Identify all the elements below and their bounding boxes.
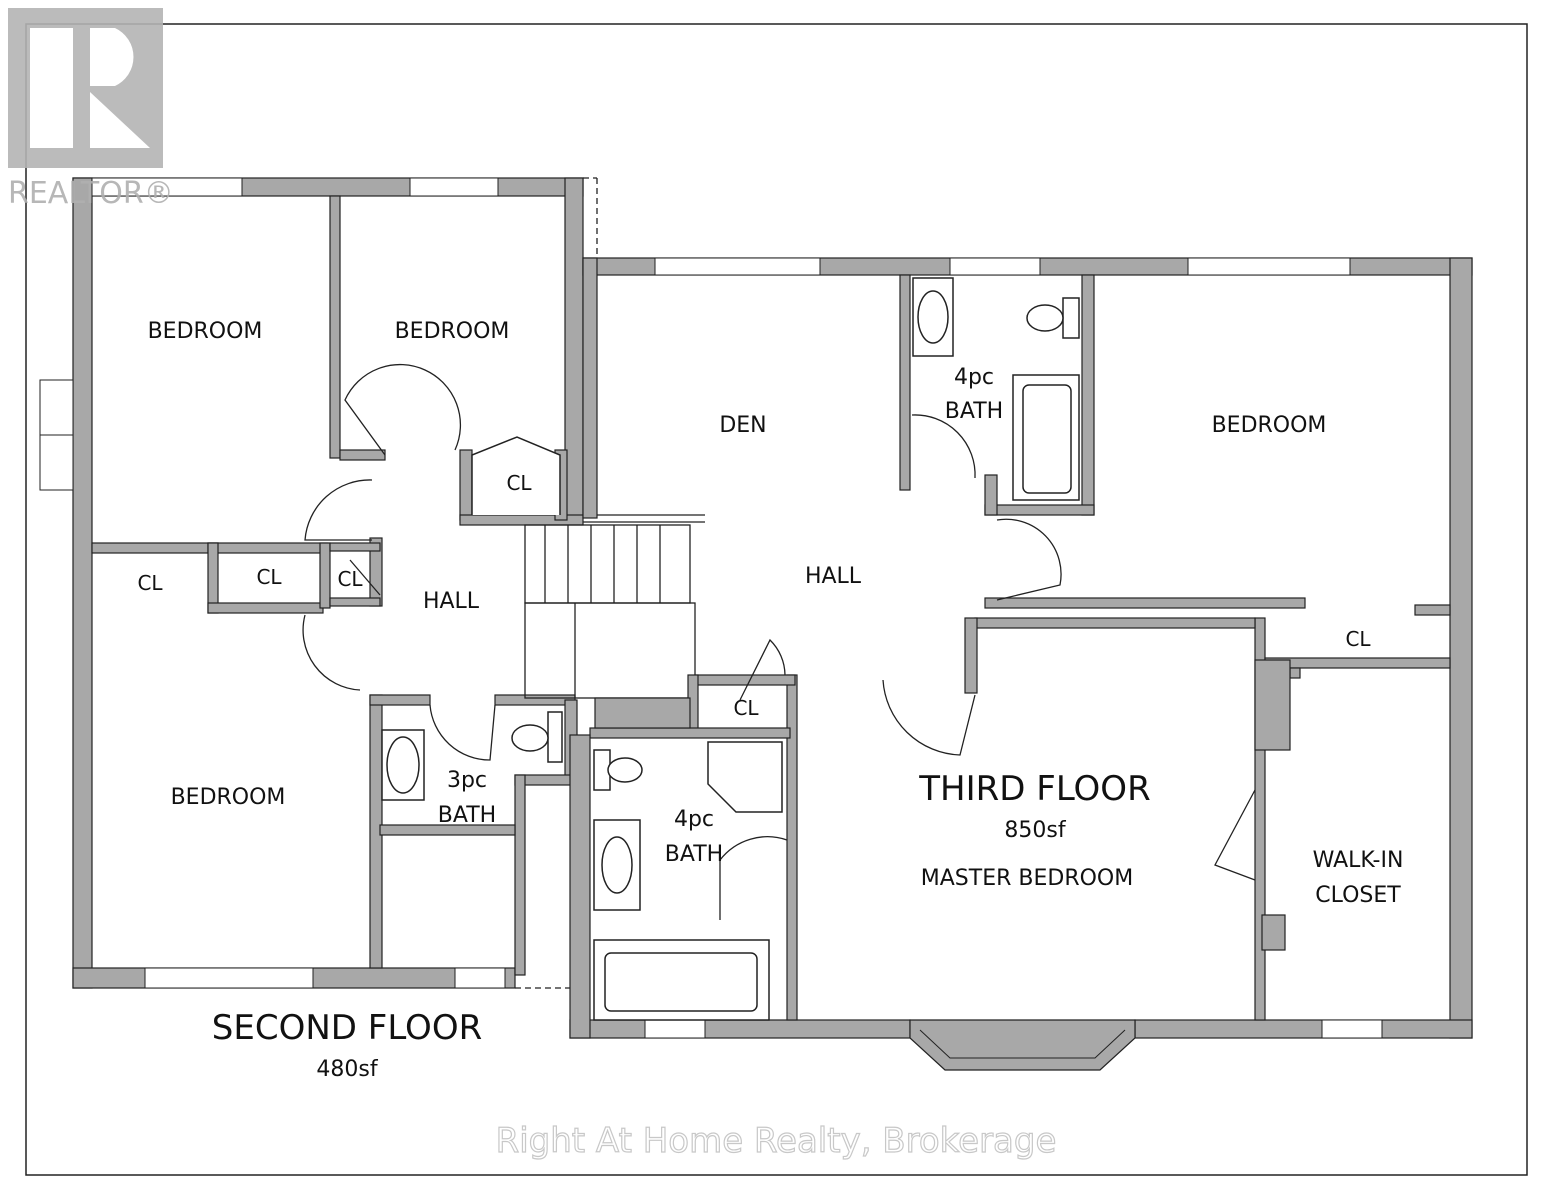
realtor-logo: REALTOR®: [8, 8, 174, 211]
second-floor-area: 480sf: [316, 1057, 378, 1082]
page-frame: [25, 23, 1528, 1176]
label-bedroom-e: BEDROOM: [1212, 413, 1327, 438]
third-floor-title: THIRD FLOOR: [918, 769, 1150, 809]
label-3pc-bath: BATH: [438, 803, 496, 828]
realtor-logo-text: REALTOR®: [8, 176, 174, 211]
second-floor-walls: [39, 177, 584, 989]
staircase: [515, 177, 705, 989]
label-den: DEN: [719, 413, 766, 438]
label-walkin: WALK-IN: [1313, 848, 1404, 873]
third-floor-area: 850sf: [1004, 818, 1066, 843]
room-labels: BEDROOM BEDROOM BEDROOM HALL CL CL CL CL…: [137, 319, 1403, 1082]
label-4pc-lower: 4pc: [674, 807, 714, 832]
label-cl-d: CL: [337, 567, 363, 591]
label-master-bedroom: MASTER BEDROOM: [921, 866, 1133, 891]
label-cl-f: CL: [733, 696, 759, 720]
label-4pc-lower-bath: BATH: [665, 842, 723, 867]
label-hall-2f: HALL: [423, 589, 480, 614]
brokerage-watermark: Right At Home Realty, Brokerage: [496, 1121, 1057, 1161]
label-4pc-upper: 4pc: [954, 365, 994, 390]
label-bedroom-n: BEDROOM: [395, 319, 510, 344]
label-bedroom-sw: BEDROOM: [171, 785, 286, 810]
label-3pc: 3pc: [447, 768, 487, 793]
label-walkin-closet: CLOSET: [1315, 883, 1401, 908]
label-cl-b: CL: [137, 571, 163, 595]
label-bedroom-nw: BEDROOM: [148, 319, 263, 344]
label-cl-e: CL: [1345, 627, 1371, 651]
label-4pc-upper-bath: BATH: [945, 399, 1003, 424]
door-swings: [302, 363, 1256, 920]
label-cl-c: CL: [256, 565, 282, 589]
third-floor-walls: [569, 257, 1473, 1071]
second-floor-title: SECOND FLOOR: [212, 1008, 482, 1048]
label-cl-a: CL: [506, 471, 532, 495]
label-hall-3f: HALL: [805, 564, 862, 589]
